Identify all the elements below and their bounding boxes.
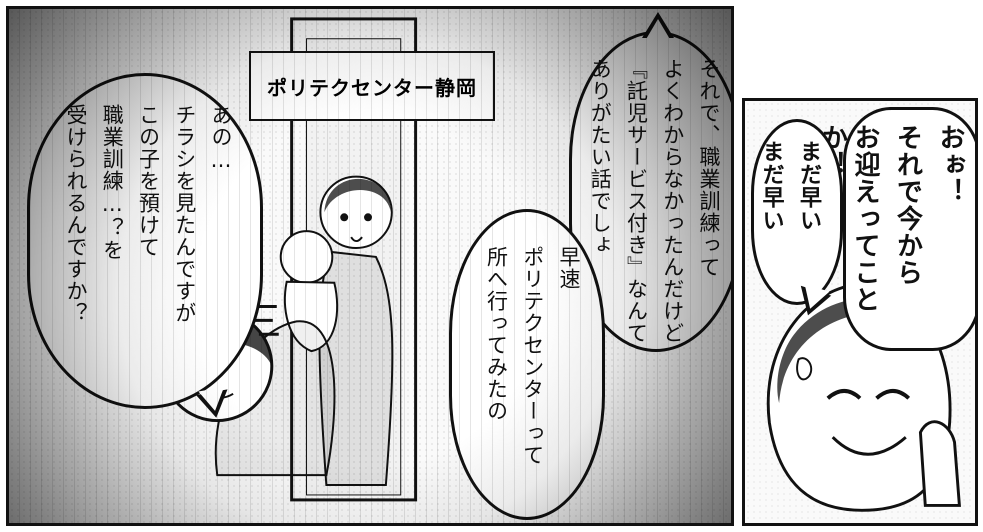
speech-bubble-right-inner: まだ早い まだ早い — [751, 119, 843, 321]
sign-text: ポリテクセンター静岡 — [267, 75, 477, 100]
left-bubble-line-1: あの… — [209, 104, 233, 173]
right-inner-line-1: まだ早い — [796, 140, 821, 232]
lower-bubble-line-3: 所へ行ってみたの — [484, 246, 509, 422]
mother-eye-left — [340, 213, 349, 222]
panel-right: おぉ！ それで今から お迎えってことか！ まだ早い まだ早い — [742, 98, 978, 526]
left-bubble-line-2: チラシを見たんですが — [172, 104, 197, 324]
lower-bubble-line-2: ポリテクセンターって — [520, 246, 545, 466]
baby-head — [279, 230, 334, 284]
left-bubble-line-4: 職業訓練…？を — [100, 104, 125, 261]
right-mouth — [831, 436, 907, 456]
left-bubble-line-3: この子を預けて — [136, 104, 161, 258]
speech-bubble-left: あの… チラシを見たんですが この子を預けて 職業訓練…？を 受けられるんですか… — [27, 73, 263, 421]
speech-bubble-lower: 早速 ポリテクセンターって 所へ行ってみたの — [449, 209, 605, 520]
center-bubble-line-3: 『託児サービス付き』なんて — [624, 58, 649, 344]
speech-bubble-left-text: あの… チラシを見たんですが この子を預けて 職業訓練…？を 受けられるんですか… — [53, 104, 234, 324]
center-bubble-line-1: それで、職業訓練って — [697, 58, 721, 278]
sign-board: ポリテクセンター静岡 — [249, 51, 495, 121]
center-bubble-line-2: よくわからなかったんだけど — [660, 58, 685, 344]
sweat-drop-icon — [796, 357, 813, 381]
right-top-line-1: おぉ！ — [935, 124, 965, 205]
speech-bubble-right-inner-text: まだ早い まだ早い — [747, 140, 822, 232]
mother-head — [319, 175, 393, 250]
mother-body — [318, 250, 394, 487]
right-top-line-2: それで今から — [892, 124, 923, 286]
mother-mouth — [350, 236, 363, 243]
mother-hair — [324, 178, 391, 213]
speech-bubble-center-tail — [642, 12, 674, 38]
baby-body — [283, 280, 339, 353]
speech-bubble-left-tail — [195, 389, 233, 421]
right-inner-line-2: まだ早い — [758, 140, 784, 232]
mother-eye-right — [364, 213, 372, 222]
right-eye-left — [826, 388, 862, 400]
speech-bubble-right-top: おぉ！ それで今から お迎えってことか！ — [818, 107, 975, 351]
left-bubble-line-5: 受けられるんですか？ — [64, 104, 88, 324]
right-eye-right — [875, 388, 911, 400]
lower-bubble-line-1: 早速 — [557, 246, 581, 290]
right-hand — [918, 420, 961, 507]
speech-bubble-lower-text: 早速 ポリテクセンターって 所へ行ってみたの — [473, 246, 582, 466]
panel-left: ポリテクセンター静岡 あの… チラシを見たんですが この子を預けて 職業訓練…？… — [6, 6, 734, 526]
